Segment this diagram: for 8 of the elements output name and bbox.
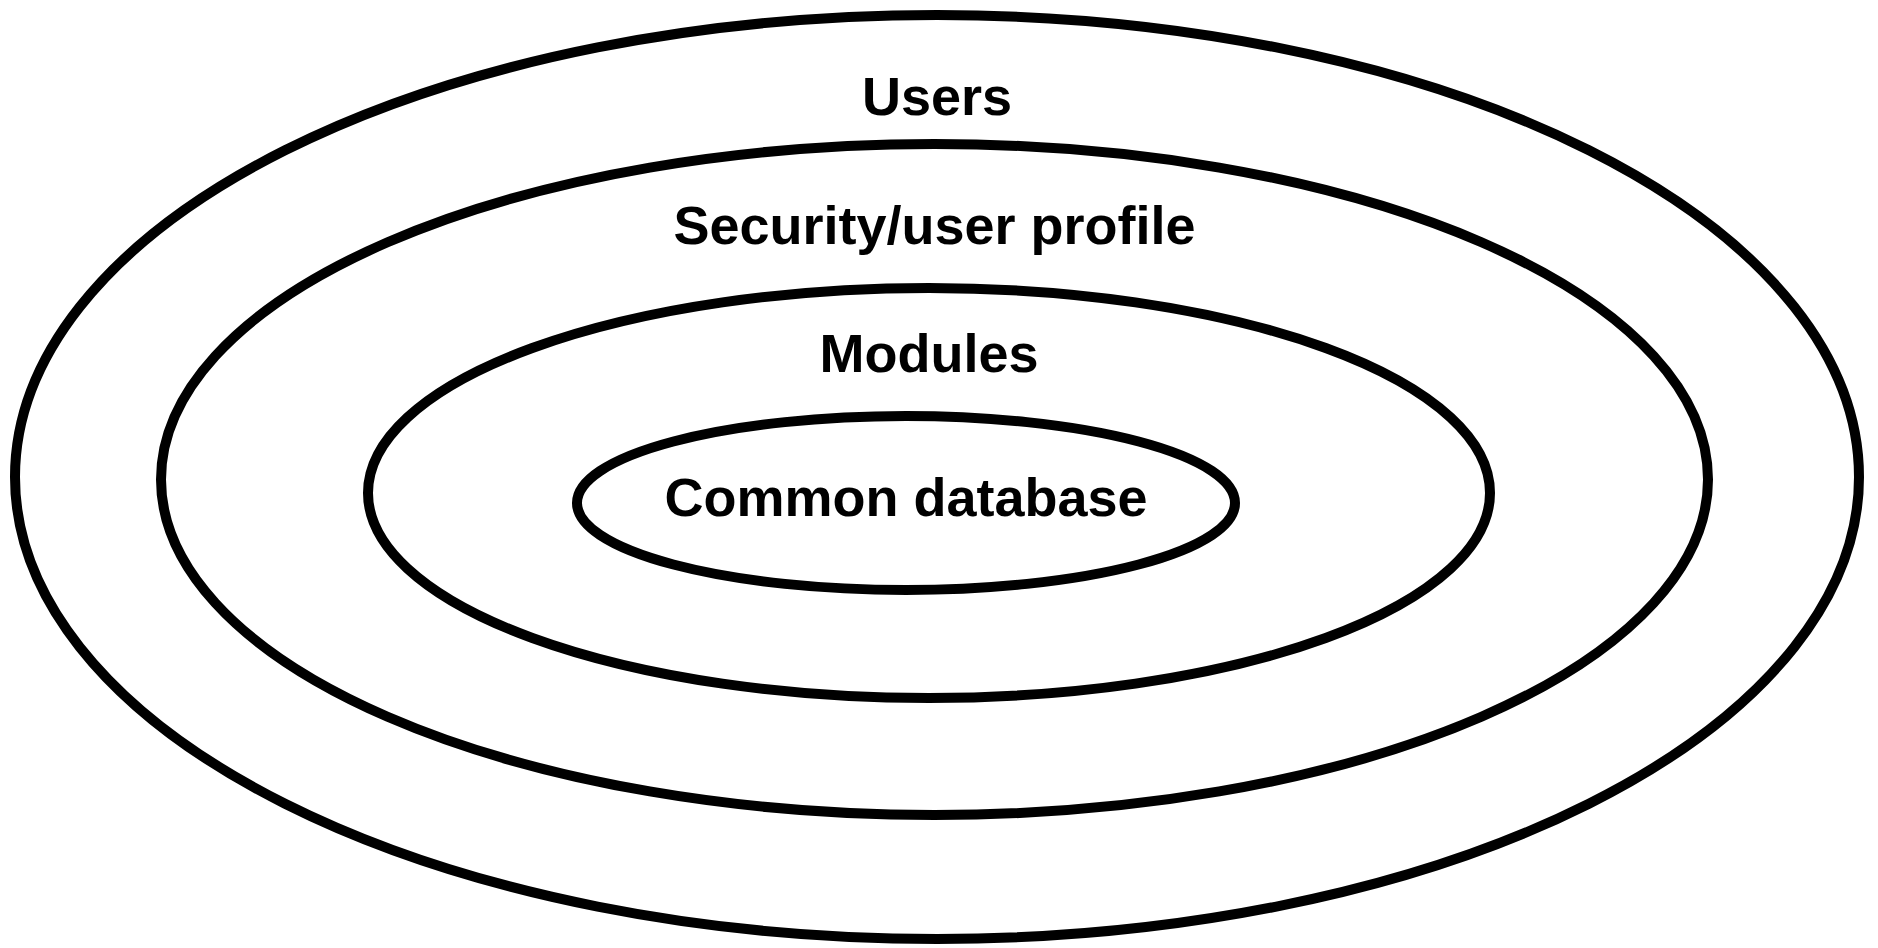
layer-label: Common database — [664, 467, 1148, 527]
ellipse-layer — [363, 283, 1495, 703]
layer-label: Users — [861, 66, 1013, 126]
ellipse-layer — [572, 411, 1240, 595]
layer-label: Modules — [819, 323, 1039, 383]
ellipse-layer — [10, 10, 1864, 944]
ellipse-layer — [156, 139, 1713, 820]
layer-label: Security/user profile — [673, 195, 1196, 255]
